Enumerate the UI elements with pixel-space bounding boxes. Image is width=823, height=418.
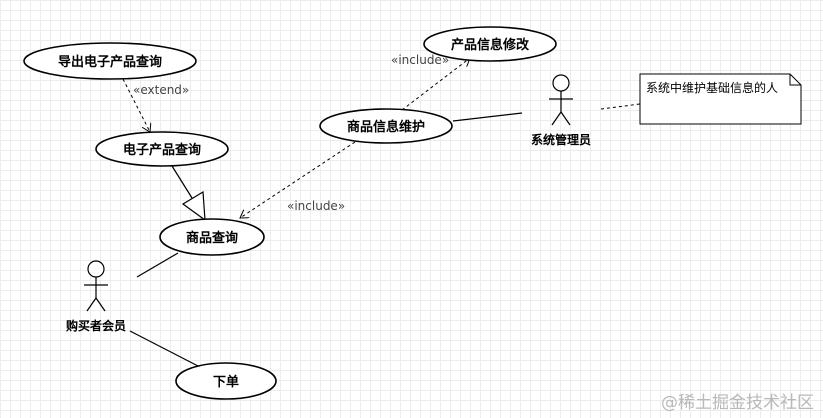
stick-figure-icon [549,74,573,126]
usecase-label: 导出电子产品查询 [58,54,162,70]
usecase-modify-info: 产品信息修改 [423,26,557,62]
usecase-label: 商品查询 [186,230,238,246]
usecase-export-electronic-query: 导出电子产品查询 [23,42,197,80]
buyer-order-association [129,330,199,367]
stick-figure-icon [84,260,108,312]
extend-connector [122,78,150,132]
usecase-label: 商品信息维护 [347,119,425,135]
include-label-modify: «include» [391,53,449,67]
note: 系统中维护基础信息的人 [639,73,802,125]
usecase-label: 电子产品查询 [123,142,201,158]
include-label-query: «include» [287,199,345,213]
actor-label: 购买者会员 [66,318,126,333]
watermark: @稀土掘金技术社区 [661,393,814,413]
usecase-label: 产品信息修改 [451,37,530,53]
actor-label: 系统管理员 [531,132,591,147]
usecase-product-query: 商品查询 [159,218,265,256]
note-text: 系统中维护基础信息的人 [646,80,778,95]
note-anchor [600,103,641,110]
include-connector-query [240,141,356,218]
buyer-query-association [136,252,179,278]
generalization-connector [171,165,193,199]
usecase-label: 下单 [213,374,239,390]
include-connector-modify [401,58,470,111]
extend-label: «extend» [133,83,189,97]
usecase-order: 下单 [175,362,277,400]
usecase-electronic-query: 电子产品查询 [95,131,229,167]
generalization-arrowhead [181,190,206,222]
usecase-maintain-info: 商品信息维护 [319,108,453,144]
admin-association [452,112,523,122]
actor-buyer: 购买者会员 [66,260,126,333]
actor-admin: 系统管理员 [531,74,591,147]
